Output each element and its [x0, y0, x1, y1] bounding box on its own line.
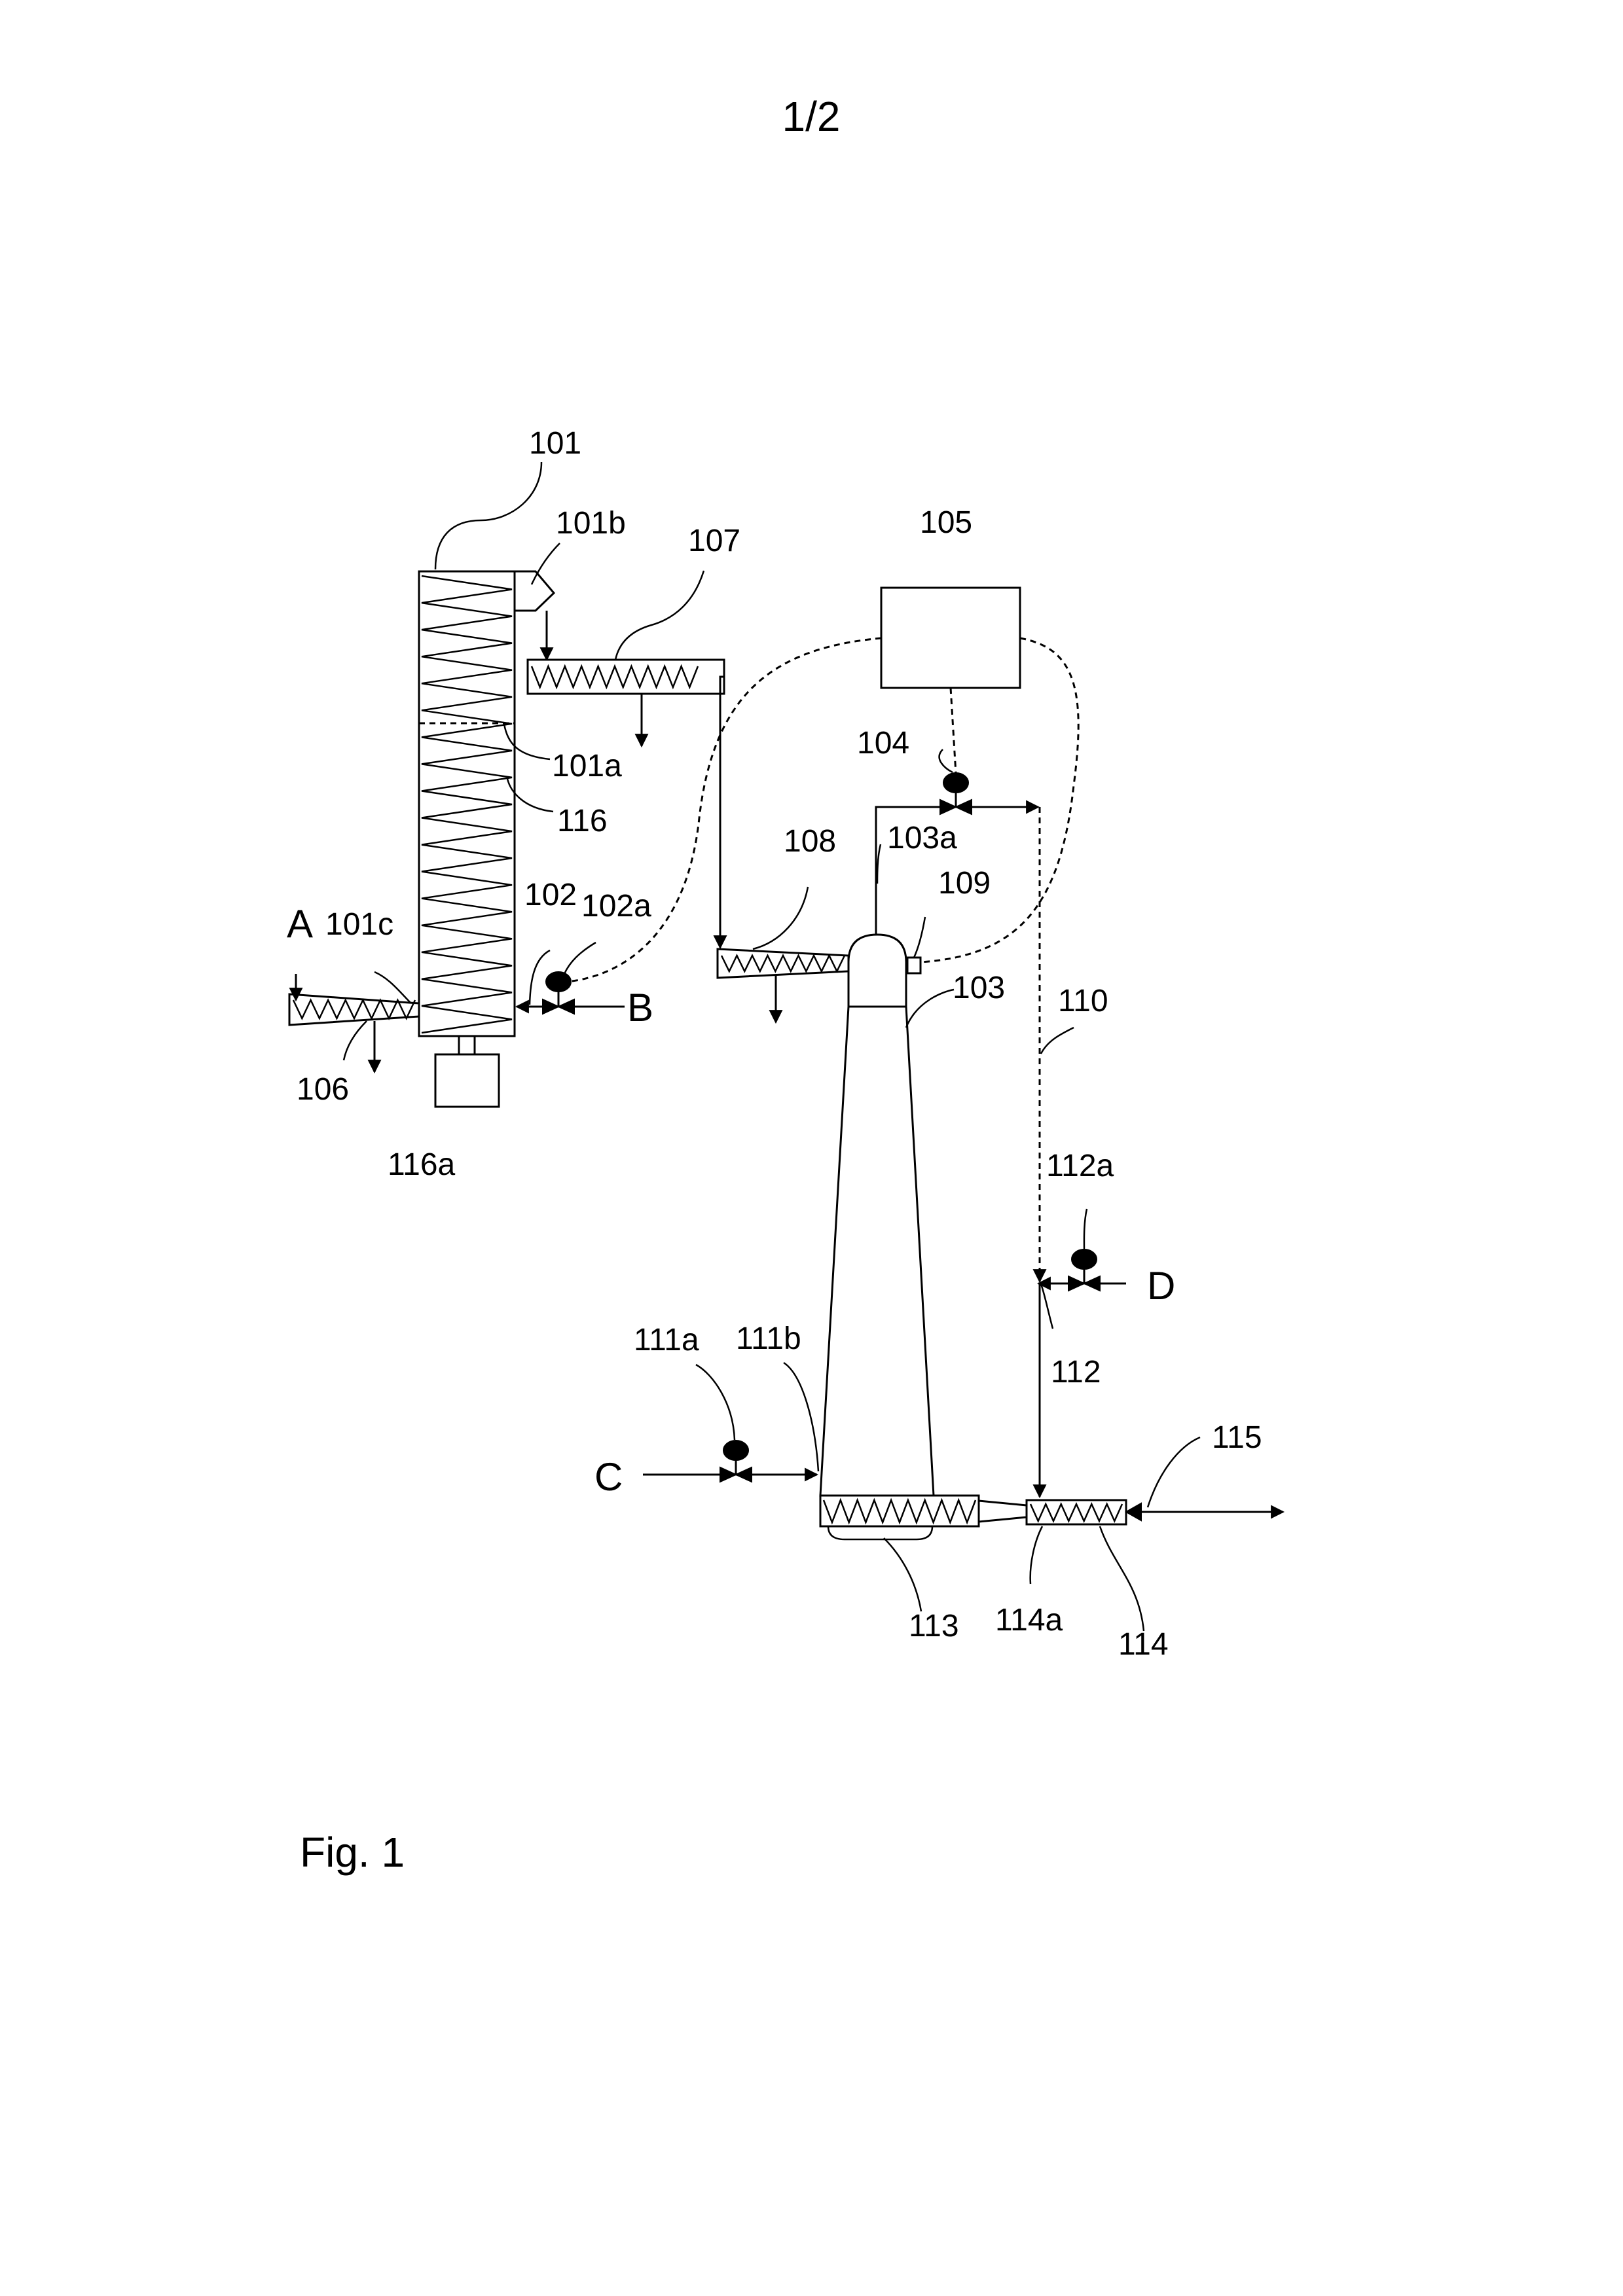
page-number: 1/2: [782, 93, 841, 140]
control-line-104: [951, 688, 956, 774]
feed-screw-108: [718, 949, 848, 1022]
controller-105: [881, 588, 1020, 688]
figure-caption: Fig. 1: [300, 1829, 405, 1876]
label-116: 116: [557, 804, 608, 838]
label-101c: 101c: [325, 907, 393, 942]
label-110: 110: [1058, 984, 1108, 1018]
label-112a: 112a: [1046, 1149, 1114, 1183]
stream-b-label: B: [627, 986, 653, 1030]
label-106: 106: [297, 1072, 349, 1107]
label-103: 103: [953, 971, 1005, 1005]
port-109: [907, 958, 921, 973]
label-103a: 103a: [887, 821, 957, 855]
label-112: 112: [1051, 1355, 1101, 1390]
label-107: 107: [688, 524, 740, 558]
inlet-screw-106: [289, 974, 419, 1072]
drive-motor-116a: [435, 1054, 499, 1107]
label-113: 113: [909, 1609, 959, 1643]
label-104: 104: [857, 726, 909, 761]
label-116a: 116a: [388, 1147, 456, 1182]
drive-shaft: [459, 1036, 475, 1054]
discharge-screw-114: [1027, 1500, 1283, 1524]
label-111a: 111a: [634, 1323, 699, 1357]
label-101a: 101a: [552, 749, 622, 783]
label-115: 115: [1212, 1420, 1262, 1455]
stream-d-label: D: [1147, 1264, 1175, 1308]
stream-a-label: A: [287, 902, 313, 946]
stream-c-label: C: [594, 1455, 623, 1499]
label-114: 114: [1118, 1627, 1169, 1662]
label-114a: 114a: [995, 1603, 1063, 1638]
label-102a: 102a: [581, 889, 651, 924]
label-101: 101: [529, 426, 581, 461]
label-101b: 101b: [556, 506, 626, 541]
reactor-tower-103: [820, 935, 934, 1496]
label-102: 102: [524, 878, 577, 912]
label-108: 108: [784, 824, 836, 859]
vertical-reactor-101: [419, 571, 554, 1036]
label-109: 109: [938, 866, 991, 901]
bottom-screw-113: [820, 1496, 1027, 1539]
label-111b: 111b: [736, 1321, 801, 1356]
chute-101b: [515, 571, 554, 611]
valve-111a: [643, 1441, 817, 1482]
label-105: 105: [920, 505, 972, 540]
